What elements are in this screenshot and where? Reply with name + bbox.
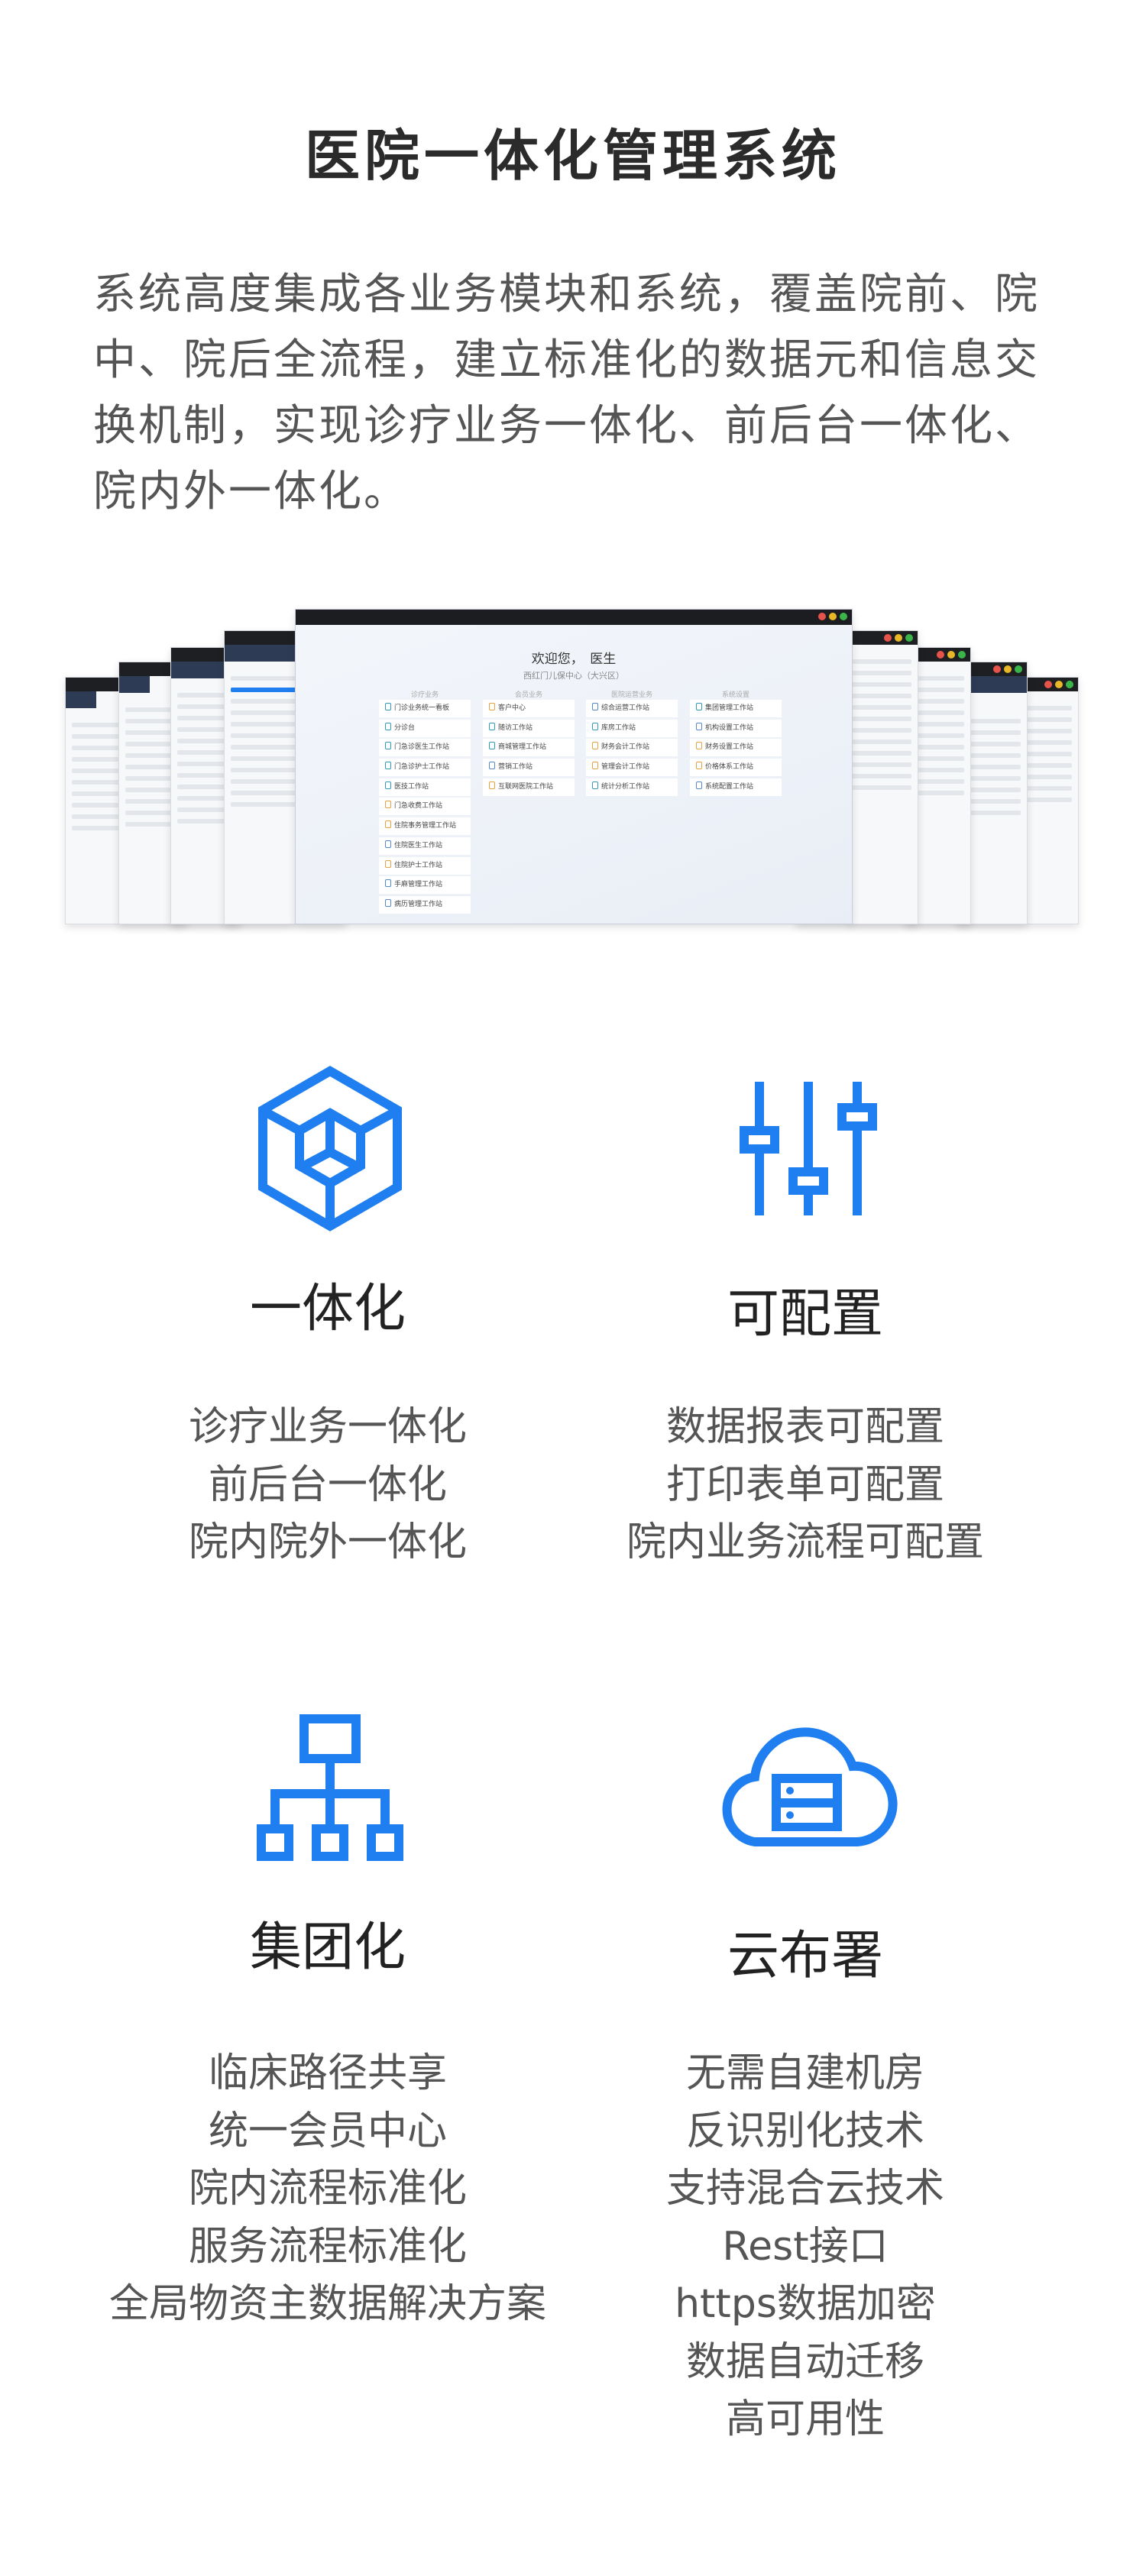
feature-item: 无需自建机房 bbox=[685, 2050, 924, 2096]
module-card[interactable]: 商城管理工作站 bbox=[483, 739, 575, 757]
feature-item: 前后台一体化 bbox=[208, 1461, 447, 1508]
module-card[interactable]: 财务设置工作站 bbox=[690, 739, 782, 757]
module-card[interactable]: 医技工作站 bbox=[379, 778, 471, 796]
module-card[interactable]: 门急诊护士工作站 bbox=[379, 759, 471, 777]
module-card[interactable]: 互联网医院工作站 bbox=[483, 778, 575, 796]
module-column: 会员业务 客户中心 随访工作站 商城管理工作站 营销工作站 互联网医院工作站 bbox=[483, 689, 575, 798]
feature-item: 院内业务流程可配置 bbox=[626, 1519, 984, 1565]
module-card[interactable]: 门诊业务统一看板 bbox=[379, 700, 471, 717]
feature-item: 反识别化技术 bbox=[685, 2108, 924, 2154]
feature-item: 数据报表可配置 bbox=[665, 1404, 944, 1450]
module-card[interactable]: 统计分析工作站 bbox=[586, 778, 678, 796]
feature-item: 服务流程标准化 bbox=[188, 2223, 467, 2270]
feature-cloud-deploy: 云布署 无需自建机房 反识别化技术 支持混合云技术 Rest接口 https数据… bbox=[538, 1926, 1073, 2449]
module-card[interactable]: 门急诊医生工作站 bbox=[379, 739, 471, 757]
cube-icon bbox=[258, 1066, 402, 1231]
column-header: 诊疗业务 bbox=[410, 691, 439, 699]
module-card[interactable]: 综合运营工作站 bbox=[586, 700, 678, 717]
feature-configurable: 可配置 数据报表可配置 打印表单可配置 院内业务流程可配置 bbox=[538, 1284, 1073, 1572]
org-name[interactable]: 西红门儿保中心（大兴区） bbox=[523, 671, 624, 681]
module-column: 医院运营业务 综合运营工作站 库房工作站 财务会计工作站 管理会计工作站 统计分… bbox=[586, 689, 678, 798]
column-header: 医院运营业务 bbox=[610, 691, 652, 699]
module-card[interactable]: 手麻管理工作站 bbox=[379, 876, 471, 895]
feature-title: 一体化 bbox=[249, 1279, 406, 1339]
feature-item: 全局物资主数据解决方案 bbox=[108, 2281, 546, 2327]
page-title: 医院一体化管理系统 bbox=[304, 124, 841, 188]
module-card[interactable]: 住院医生工作站 bbox=[379, 837, 471, 855]
feature-item: 统一会员中心 bbox=[208, 2108, 447, 2154]
feature-item: 数据自动迁移 bbox=[685, 2338, 924, 2385]
feature-item: 诊疗业务一体化 bbox=[188, 1404, 467, 1450]
module-card[interactable]: 库房工作站 bbox=[586, 719, 678, 737]
module-column: 系统设置 集团管理工作站 机构设置工作站 财务设置工作站 价格体系工作站 系统配… bbox=[690, 689, 782, 798]
feature-item: 院内流程标准化 bbox=[188, 2166, 467, 2212]
module-card[interactable]: 随访工作站 bbox=[483, 719, 575, 737]
feature-integration: 一体化 诊疗业务一体化 前后台一体化 院内院外一体化 bbox=[60, 1279, 595, 1572]
module-card[interactable]: 门急收费工作站 bbox=[379, 798, 471, 816]
module-card[interactable]: 住院事务管理工作站 bbox=[379, 817, 471, 836]
feature-item: 临床路径共享 bbox=[208, 2050, 447, 2096]
column-header: 会员业务 bbox=[514, 691, 542, 699]
module-card[interactable]: 集团管理工作站 bbox=[690, 700, 782, 717]
feature-item: 打印表单可配置 bbox=[665, 1461, 944, 1508]
module-card[interactable]: 营销工作站 bbox=[483, 759, 575, 777]
cloud-server-icon bbox=[722, 1727, 898, 1846]
feature-item: 院内院外一体化 bbox=[188, 1519, 467, 1565]
column-header: 系统设置 bbox=[721, 691, 749, 699]
window-controls[interactable] bbox=[818, 613, 847, 620]
module-card[interactable]: 客户中心 bbox=[483, 700, 575, 717]
intro-paragraph: 系统高度集成各业务模块和系统，覆盖院前、院中、院后全流程，建立标准化的数据元和信… bbox=[93, 270, 1040, 516]
feature-title: 云布署 bbox=[727, 1926, 883, 1986]
feature-group: 集团化 临床路径共享 统一会员中心 院内流程标准化 服务流程标准化 全局物资主数… bbox=[60, 1917, 595, 2334]
module-card[interactable]: 价格体系工作站 bbox=[690, 759, 782, 777]
module-card[interactable]: 分诊台 bbox=[379, 719, 471, 737]
module-card[interactable]: 管理会计工作站 bbox=[586, 759, 678, 777]
org-chart-icon bbox=[257, 1714, 403, 1861]
module-card[interactable]: 病历管理工作站 bbox=[379, 895, 471, 914]
module-column: 诊疗业务 门诊业务统一看板 分诊台 门急诊医生工作站 门急诊护士工作站 医技工作… bbox=[379, 689, 471, 916]
feature-title: 可配置 bbox=[727, 1284, 883, 1345]
welcome-text: 欢迎您， 医生 bbox=[531, 652, 617, 667]
module-card[interactable]: 财务会计工作站 bbox=[586, 739, 678, 757]
feature-item: 支持混合云技术 bbox=[665, 2166, 944, 2212]
feature-item: https数据加密 bbox=[675, 2281, 936, 2327]
main-app-window: 欢迎您， 医生 西红门儿保中心（大兴区） 诊疗业务 门诊业务统一看板 分诊台 门… bbox=[295, 609, 853, 924]
module-card[interactable]: 机构设置工作站 bbox=[690, 719, 782, 737]
module-card[interactable]: 系统配置工作站 bbox=[690, 778, 782, 796]
feature-item: 高可用性 bbox=[725, 2396, 885, 2442]
feature-item: Rest接口 bbox=[722, 2223, 889, 2270]
feature-title: 集团化 bbox=[249, 1917, 406, 1978]
module-card[interactable]: 住院护士工作站 bbox=[379, 856, 471, 875]
sliders-icon bbox=[740, 1082, 877, 1215]
